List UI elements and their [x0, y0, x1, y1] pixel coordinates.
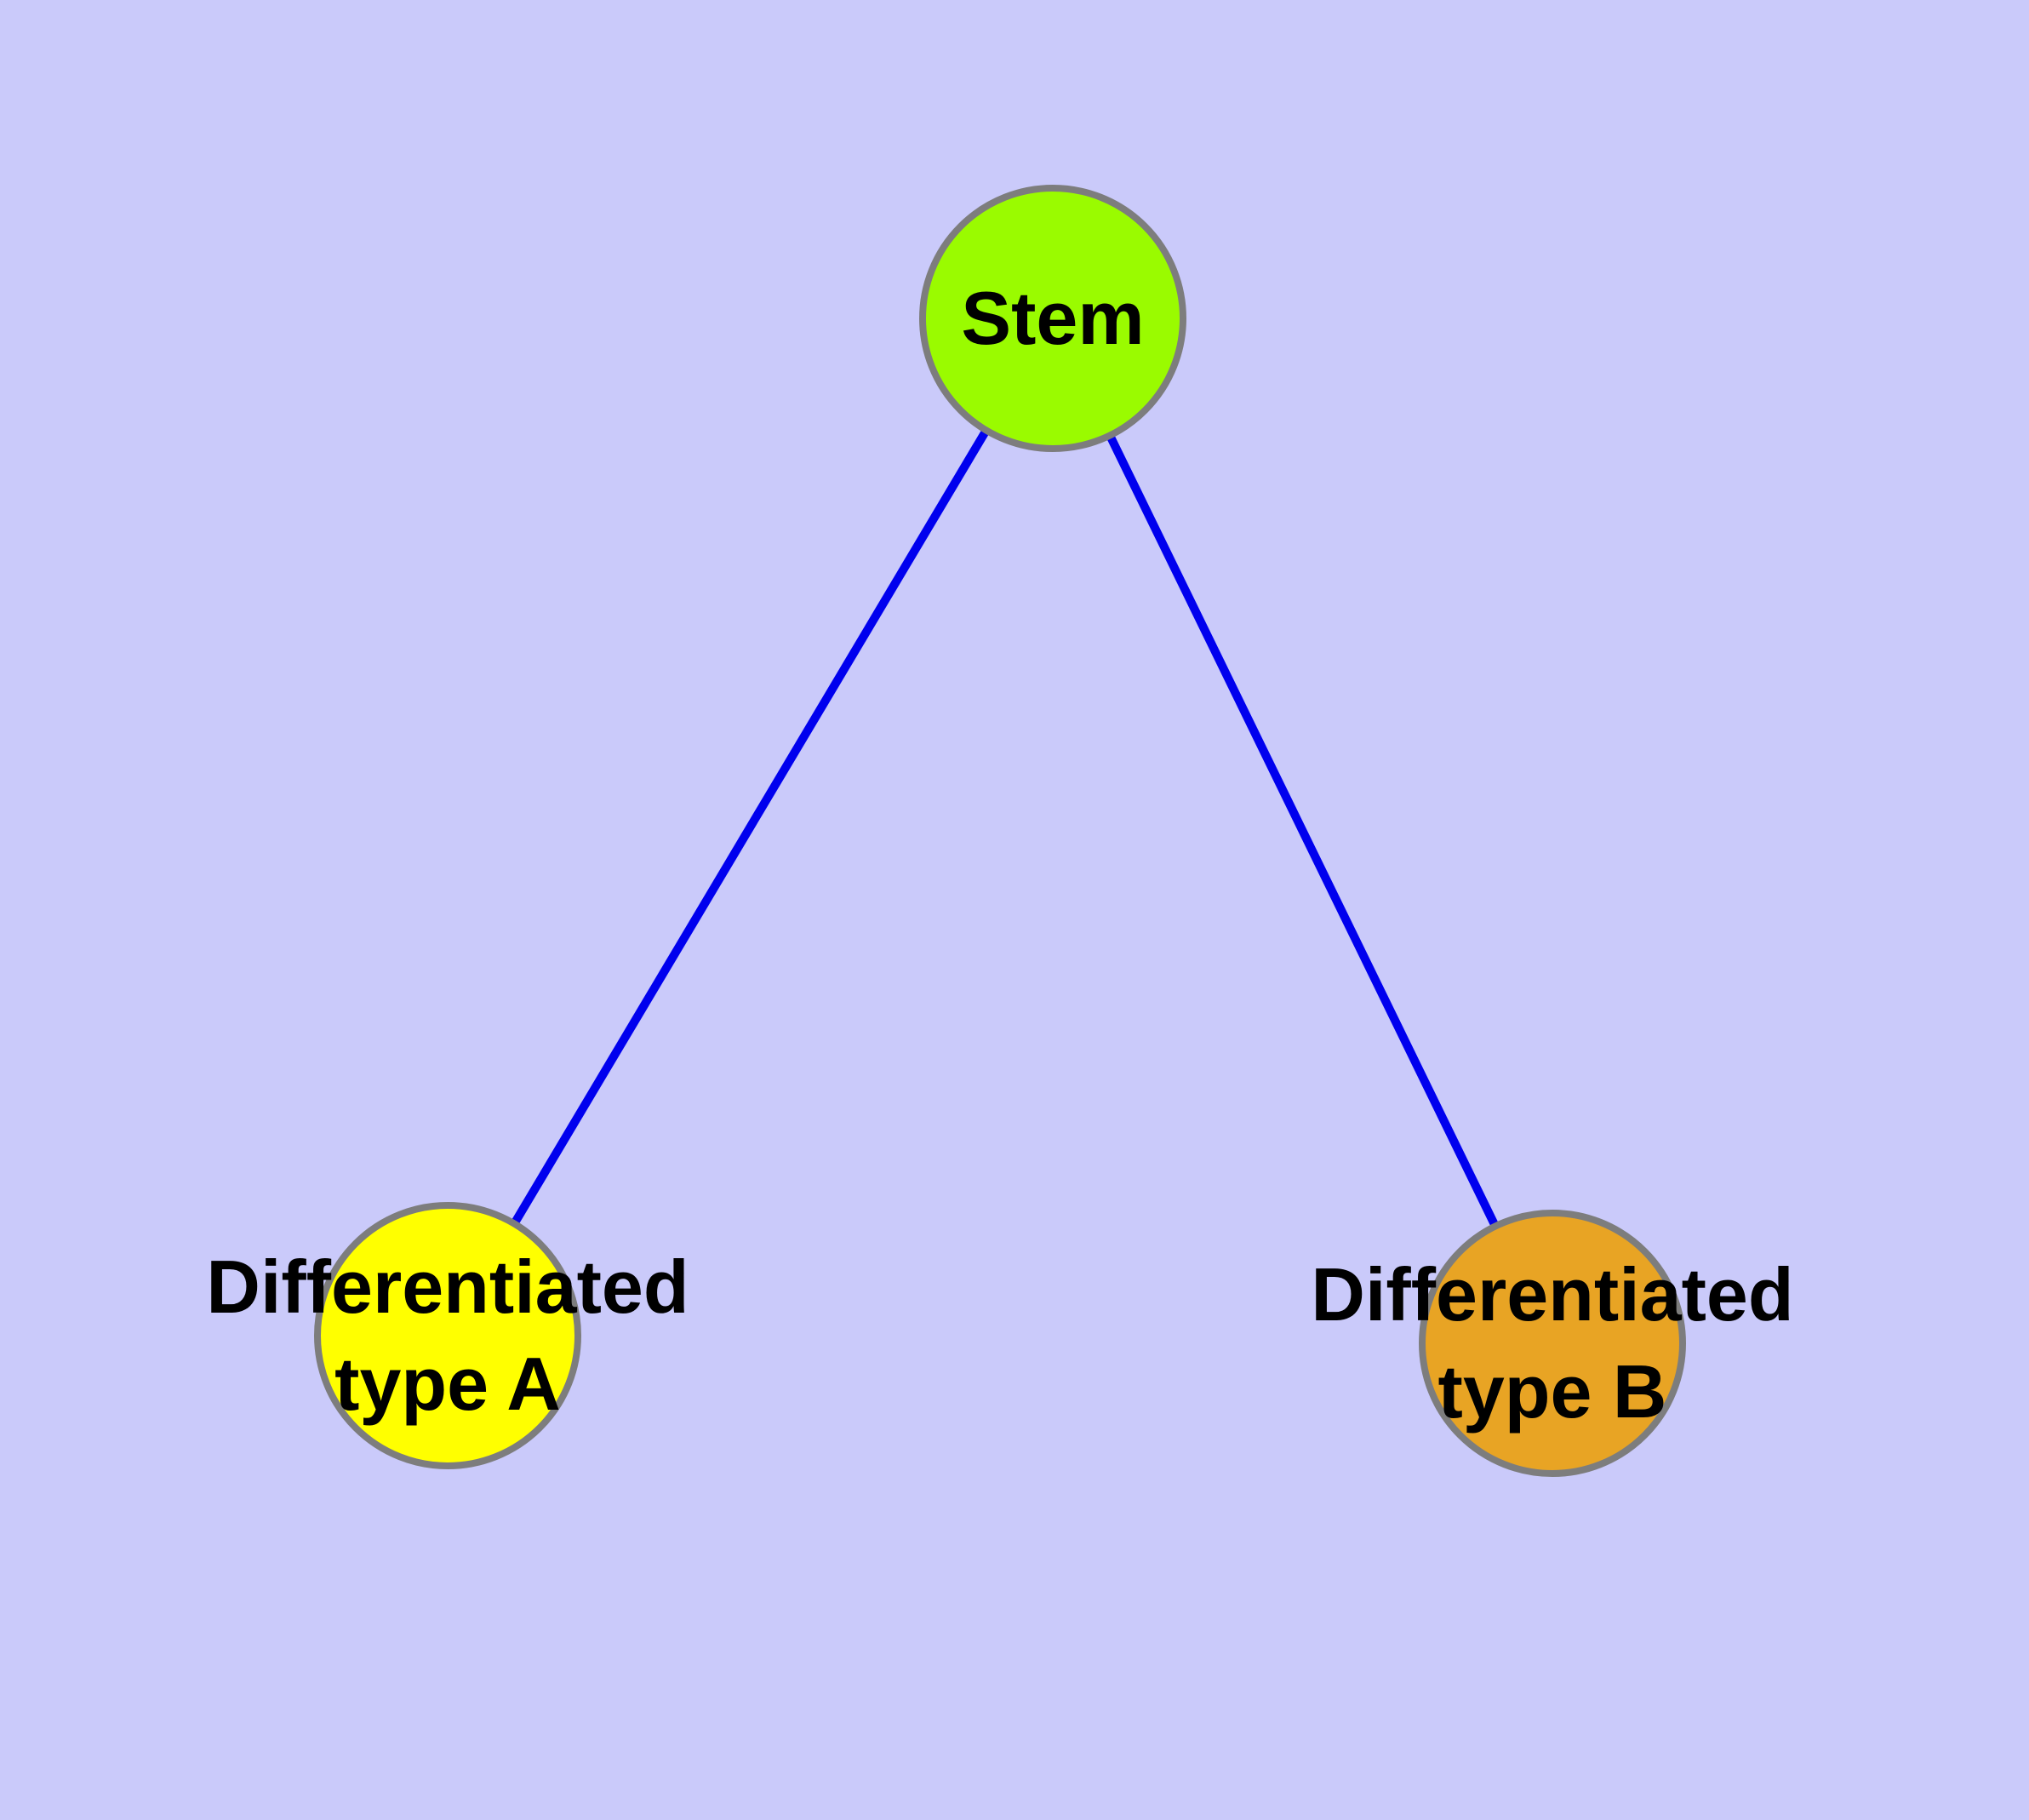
edge-layer: [443, 316, 1557, 1346]
node-layer: [314, 185, 1686, 1477]
node-circle-type-b: [1419, 1210, 1686, 1477]
node-circle-type-a: [314, 1202, 581, 1469]
edge-stem-to-type-b: [1049, 316, 1557, 1346]
edge-stem-to-type-a: [443, 316, 1057, 1338]
node-circle-stem: [919, 185, 1186, 452]
